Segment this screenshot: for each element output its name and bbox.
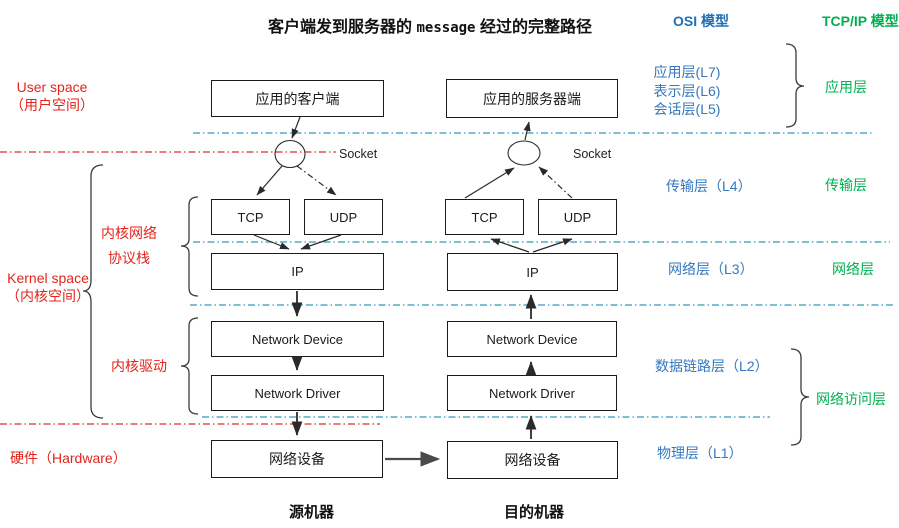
title-message-word: message [416, 20, 476, 36]
kernel-driver-brace [180, 317, 199, 415]
user-space-label: User space （用户空间） [6, 78, 98, 114]
dest-nic-box: 网络设备 [447, 441, 618, 479]
tcpip-layer-network: 网络层 [832, 261, 874, 277]
source-socket-label: Socket [339, 147, 378, 161]
osi-layer-l3: 网络层（L3） [668, 261, 754, 277]
source-nic-box: 网络设备 [211, 440, 383, 478]
application-layer-brace [785, 43, 805, 128]
arrow-src-tcp-to-ip [253, 234, 290, 250]
arrow-src-socket-to-tcp [256, 165, 283, 196]
dest-network-device-box: Network Device [447, 321, 617, 357]
dest-tcp-box: TCP [445, 199, 524, 235]
osi-layer-l4: 传输层（L4） [666, 178, 752, 194]
osi-model-header: OSI 模型 [673, 13, 730, 29]
kernel-space-line1: Kernel space [7, 270, 89, 286]
source-ip-box: IP [211, 253, 384, 290]
source-udp-box: UDP [304, 199, 383, 235]
osi-layer-l2: 数据链路层（L2） [655, 358, 769, 374]
osi-layer-l6: 表示层(L6) [653, 82, 721, 99]
arrow-dst-tcp-to-socket [464, 167, 515, 199]
arrow-dst-ip-to-tcp [490, 238, 530, 253]
dest-machine-caption: 目的机器 [504, 504, 565, 521]
dest-network-driver-box: Network Driver [447, 375, 617, 411]
tcpip-model-header: TCP/IP 模型 [822, 13, 899, 29]
user-space-line2: （用户空间） [10, 97, 94, 113]
arrow-src-app-to-socket [291, 116, 301, 139]
tcpip-layer-transport: 传输层 [825, 177, 867, 193]
dest-udp-box: UDP [538, 199, 617, 235]
user-space-line1: User space [16, 79, 88, 95]
source-network-device-box: Network Device [211, 321, 384, 357]
tcpip-layer-network-access: 网络访问层 [816, 391, 886, 407]
arrow-dst-udp-to-socket [538, 166, 573, 199]
kernel-net-stack-brace [180, 196, 199, 297]
network-access-layer-brace [790, 348, 810, 446]
source-app-box: 应用的客户端 [211, 80, 384, 117]
osi-layer-l5: 会话层(L5) [653, 101, 721, 117]
arrow-src-udp-to-ip [300, 234, 342, 250]
dest-socket-circle [507, 140, 541, 166]
osi-layer-l7: 应用层(L7) [653, 64, 721, 80]
kernel-net-stack-line1: 内核网络 [101, 225, 157, 241]
source-socket-circle [274, 139, 306, 169]
source-tcp-box: TCP [211, 199, 290, 235]
arrow-dst-socket-to-app [523, 121, 531, 141]
hardware-label: 硬件（Hardware） [10, 450, 127, 466]
title-part3: 经过的完整路径 [479, 19, 592, 36]
kernel-space-line2: （内核空间） [6, 288, 90, 304]
kernel-net-stack-label: 内核网络 协议栈 [96, 221, 162, 271]
tcpip-layer-application: 应用层 [825, 79, 867, 95]
dest-socket-label: Socket [573, 147, 612, 161]
osi-layer-l1: 物理层（L1） [657, 445, 743, 461]
source-network-driver-box: Network Driver [211, 375, 384, 411]
dest-ip-box: IP [447, 253, 618, 291]
source-machine-caption: 源机器 [289, 504, 335, 521]
arrow-src-socket-to-udp [296, 165, 337, 196]
arrow-dst-ip-to-udp [532, 238, 573, 253]
title-part1: 客户端发到服务器的 [268, 19, 413, 36]
kernel-driver-label: 内核驱动 [111, 358, 167, 374]
dest-app-box: 应用的服务器端 [446, 79, 618, 118]
kernel-space-label: Kernel space （内核空间） [0, 269, 96, 305]
osi-upper-layers: 应用层(L7) 表示层(L6) 会话层(L5) [645, 63, 729, 119]
kernel-net-stack-line2: 协议栈 [108, 250, 150, 266]
page-title: 客户端发到服务器的 message 经过的完整路径 [230, 13, 630, 37]
